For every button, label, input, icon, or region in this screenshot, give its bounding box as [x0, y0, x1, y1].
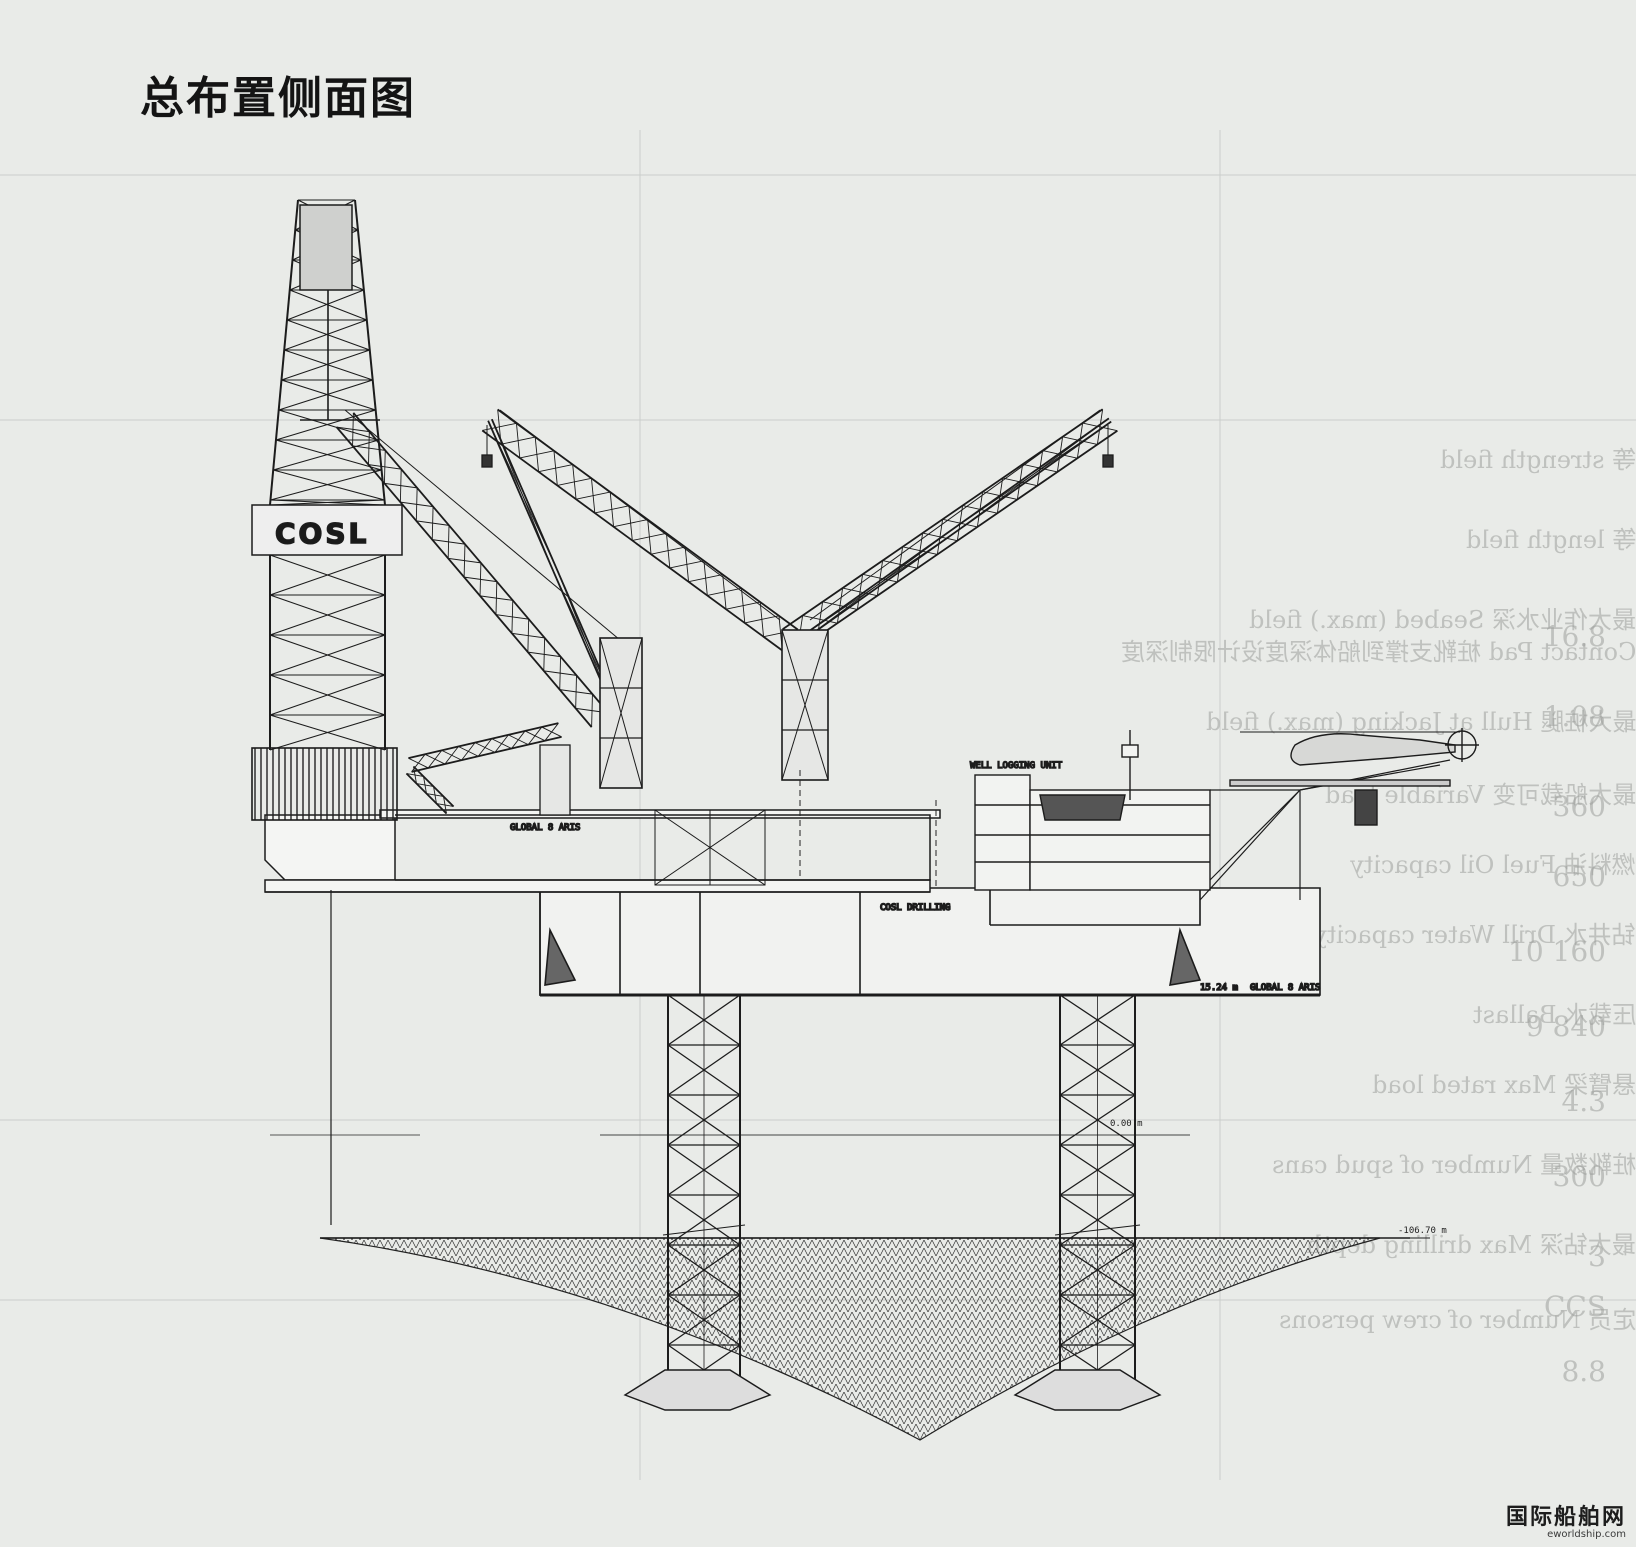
page-title: 总布置侧面图 — [140, 73, 416, 124]
background-table-value: 8.8 — [1561, 1355, 1606, 1388]
hull: COSL DRILLING 15.24 m GLOBAL 8 ARIS — [539, 887, 1321, 997]
background-table-value: 9 840 — [1525, 1010, 1606, 1043]
background-table-value: 360 — [1552, 790, 1606, 823]
accommodation-block: WELL LOGGING UNIT — [969, 728, 1479, 901]
background-table-value: 3 — [1588, 1240, 1606, 1273]
site-logo: 国际船舶网 eworldship.com — [1496, 1507, 1626, 1541]
logo-sub-text: eworldship.com — [1547, 1529, 1626, 1540]
waterline-elevation-label: 0.00 m — [1110, 1119, 1143, 1129]
background-table-value: 10 160 — [1508, 935, 1606, 968]
background-table-value: 300 — [1552, 1160, 1606, 1193]
background-table-value: 1.08 — [1543, 700, 1606, 733]
hull-name-label: COSL DRILLING — [880, 903, 950, 913]
well-logging-unit-label: WELL LOGGING UNIT — [970, 761, 1063, 771]
spud-cans — [623, 1369, 1162, 1411]
global-axis-label-1: GLOBAL 8 ARIS — [510, 823, 580, 833]
cosl-logo-label: COSL — [275, 517, 369, 550]
background-table-value: 16.8 — [1543, 620, 1606, 653]
background-table-value: 4.3 — [1561, 1085, 1606, 1118]
seabed-elevation-label: -106.70 m — [1398, 1226, 1447, 1236]
waterline: 0.00 m — [270, 1119, 1190, 1136]
cranes — [335, 408, 1118, 816]
seabed: -106.70 m — [319, 1226, 1447, 1441]
elevation-marker — [799, 770, 937, 890]
global-axis-label-2: GLOBAL 8 ARIS — [1250, 983, 1320, 993]
background-table-value: CCS — [1543, 1290, 1606, 1323]
cantilever-drill-floor: GLOBAL 8 ARIS — [264, 809, 941, 1225]
drilling-derrick: COSL — [251, 199, 403, 821]
deck-elevation-label: 15.24 m — [1200, 983, 1238, 993]
logo-main-text: 国际船舶网 — [1505, 1505, 1626, 1530]
background-table-value: 650 — [1552, 860, 1606, 893]
